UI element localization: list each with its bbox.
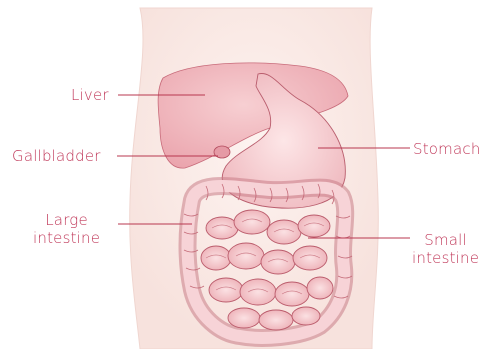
gallbladder-label: Gallbladder xyxy=(12,147,101,165)
stomach-label: Stomach xyxy=(413,140,481,158)
small-intestine-label: Small intestine xyxy=(412,231,479,267)
large-intestine-label: Large intestine xyxy=(33,211,100,247)
liver-label: Liver xyxy=(71,86,109,104)
